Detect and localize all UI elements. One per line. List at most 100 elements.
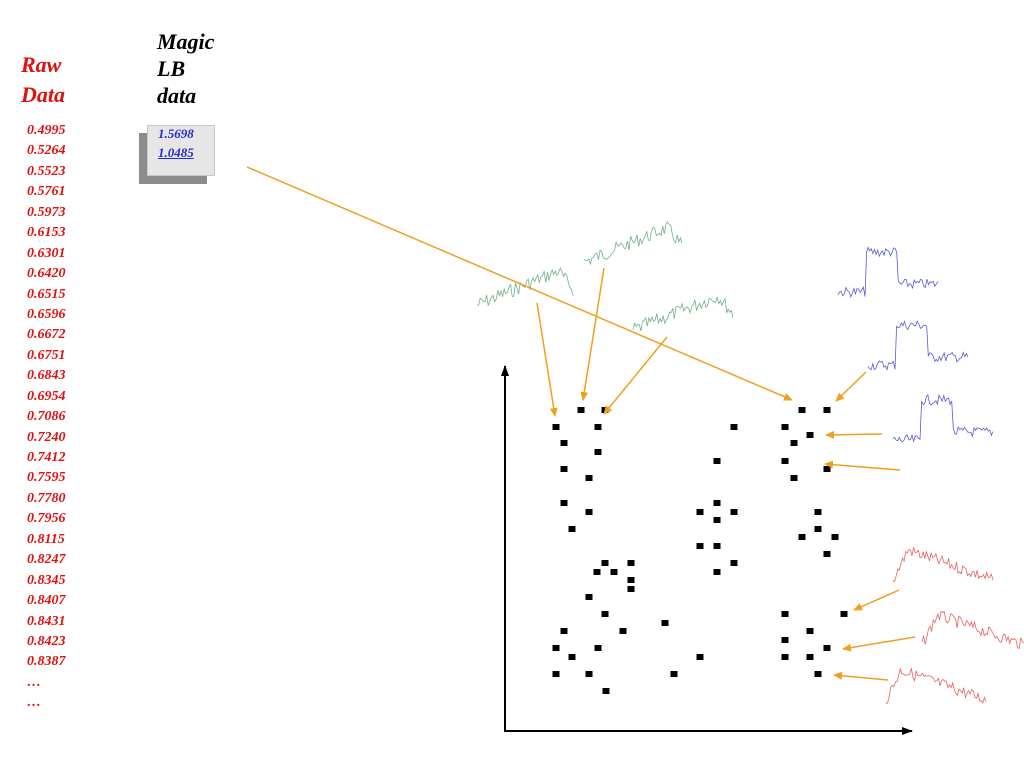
scatter-point <box>627 577 635 583</box>
scatter-point <box>814 509 822 515</box>
scatter-point <box>560 440 568 446</box>
scatter-point <box>790 440 798 446</box>
scatter-point <box>585 475 593 481</box>
raw-data-value: 0.7240 <box>27 429 66 445</box>
scatter-point <box>798 407 806 413</box>
raw-data-title-line-1: Raw <box>21 52 62 77</box>
raw-data-value: 0.5761 <box>27 184 66 200</box>
scatter-point <box>713 543 721 549</box>
raw-data-title: Raw Data <box>21 50 65 110</box>
scatter-point <box>610 569 618 575</box>
raw-data-value: 0.6954 <box>27 388 66 404</box>
scatter-point <box>552 671 560 677</box>
scatter-point <box>696 654 704 660</box>
pointer-arrow <box>833 671 889 681</box>
signal-trace <box>921 610 1024 650</box>
scatter-point <box>798 534 806 540</box>
scatter-point <box>806 628 814 634</box>
raw-data-value: 0.7956 <box>27 511 66 527</box>
signal-trace <box>837 246 939 298</box>
raw-data-value: 0.5973 <box>27 204 66 220</box>
raw-data-value: 0.6515 <box>27 286 66 302</box>
raw-data-value: 0.8115 <box>27 531 65 547</box>
scatter-point <box>568 526 576 532</box>
raw-data-value: 0.7780 <box>27 490 66 506</box>
scatter-point <box>713 458 721 464</box>
scatter-point <box>713 517 721 523</box>
scatter-point <box>814 526 822 532</box>
raw-data-value: 0.6843 <box>27 368 66 384</box>
pointer-arrow <box>246 166 793 401</box>
pointer-arrow <box>580 267 605 401</box>
raw-data-value: 0.5523 <box>27 163 66 179</box>
raw-data-value: 0.7412 <box>27 450 66 465</box>
scatter-point <box>593 569 601 575</box>
signal-trace <box>885 667 987 705</box>
magic-value-2[interactable]: 1.0485 <box>158 145 194 160</box>
scatter-point <box>602 688 610 694</box>
scatter-point <box>585 509 593 515</box>
scatter-point <box>594 424 602 430</box>
scatter-point <box>781 637 789 643</box>
scatter-point <box>560 466 568 472</box>
raw-data-value: 0.6153 <box>27 225 66 241</box>
signal-trace <box>867 319 969 371</box>
scatter-points <box>552 407 848 694</box>
scatter-point <box>806 654 814 660</box>
scatter-point <box>585 594 593 600</box>
scatter-point <box>781 458 789 464</box>
scatter-point <box>560 500 568 506</box>
scatter-point <box>713 500 721 506</box>
scatter-point <box>713 569 721 575</box>
raw-data-title-line-2: Data <box>21 82 65 107</box>
raw-data-value: 0.4995 <box>27 123 66 138</box>
scatter-point <box>823 551 831 557</box>
scatter-point <box>627 586 635 592</box>
scatter-point <box>831 534 839 540</box>
scatter-point <box>814 671 822 677</box>
magic-values-list: 1.5698 1.0485 <box>158 124 194 162</box>
raw-data-value: 0.5264 <box>27 143 66 159</box>
raw-data-value: 0.6420 <box>27 266 66 282</box>
scatter-point <box>627 560 635 566</box>
magic-lb-title-line-1: Magic <box>157 29 215 54</box>
scatter-point <box>781 611 789 617</box>
raw-data-value: 0.8247 <box>27 552 66 568</box>
pointer-arrow <box>824 460 901 471</box>
scatter-point <box>823 407 831 413</box>
pointer-arrow <box>835 371 867 402</box>
raw-data-value: 0.8423 <box>27 633 66 649</box>
scatter-point <box>552 645 560 651</box>
scatter-point <box>823 645 831 651</box>
pointer-arrow <box>825 430 883 439</box>
signal-trace <box>632 296 734 331</box>
signal-trace <box>476 266 574 306</box>
raw-data-value: … <box>27 695 41 711</box>
scatter-point <box>823 466 831 472</box>
scatter-point <box>585 671 593 677</box>
scatter-point <box>696 543 704 549</box>
magic-lb-title-line-2: LB <box>157 56 186 81</box>
raw-data-value: 0.8407 <box>27 593 66 609</box>
scatter-point <box>781 424 789 430</box>
scatter-point <box>594 645 602 651</box>
signal-trace <box>892 547 994 583</box>
raw-data-value: 0.8387 <box>27 654 66 670</box>
magic-lb-title-line-3: data <box>157 83 197 108</box>
magic-lb-title: Magic LB data <box>157 28 214 109</box>
scatter-point <box>594 449 602 455</box>
scatter-point <box>670 671 678 677</box>
scatter-point <box>552 424 560 430</box>
signal-traces <box>476 221 1024 705</box>
magic-value-1: 1.5698 <box>158 126 194 141</box>
magic-data-box <box>147 125 215 176</box>
signal-trace <box>892 394 994 443</box>
scatter-point <box>560 628 568 634</box>
pointer-arrow <box>853 589 900 611</box>
pointer-arrow <box>603 336 668 415</box>
scatter-point <box>806 432 814 438</box>
signal-trace <box>583 221 683 266</box>
pointer-arrows <box>246 166 916 681</box>
